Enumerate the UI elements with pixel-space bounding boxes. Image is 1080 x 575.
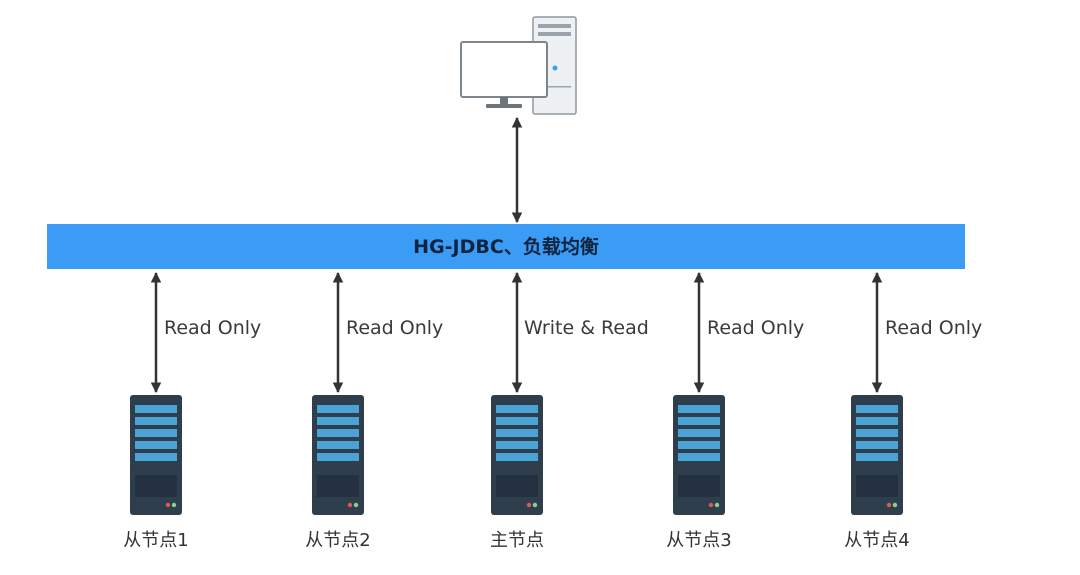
- connection-label: Read Only: [707, 317, 804, 339]
- node-slave1: Read Only 从节点1: [123, 271, 261, 551]
- connection-label: Read Only: [885, 317, 982, 339]
- connection-label: Read Only: [346, 317, 443, 339]
- server-icon: [851, 395, 903, 515]
- server-icon: [130, 395, 182, 515]
- server-icon: [673, 395, 725, 515]
- load-balancer-bar: [47, 224, 965, 269]
- node-label: 从节点4: [844, 530, 909, 551]
- node-label: 从节点1: [123, 530, 188, 551]
- server-icon: [491, 395, 543, 515]
- connection-label: Read Only: [164, 317, 261, 339]
- node-slave3: Read Only 从节点3: [666, 271, 804, 551]
- node-label: 从节点2: [305, 530, 370, 551]
- server-icon: [312, 395, 364, 515]
- node-label: 主节点: [490, 530, 544, 551]
- node-label: 从节点3: [666, 530, 731, 551]
- node-master: Write & Read 主节点: [490, 271, 649, 551]
- connection-label: Write & Read: [524, 317, 649, 339]
- load-balancer-label: HG-JDBC、负载均衡: [413, 235, 599, 258]
- node-slave2: Read Only 从节点2: [305, 271, 443, 551]
- node-slave4: Read Only 从节点4: [844, 271, 982, 551]
- desktop-computer-icon: [460, 16, 577, 115]
